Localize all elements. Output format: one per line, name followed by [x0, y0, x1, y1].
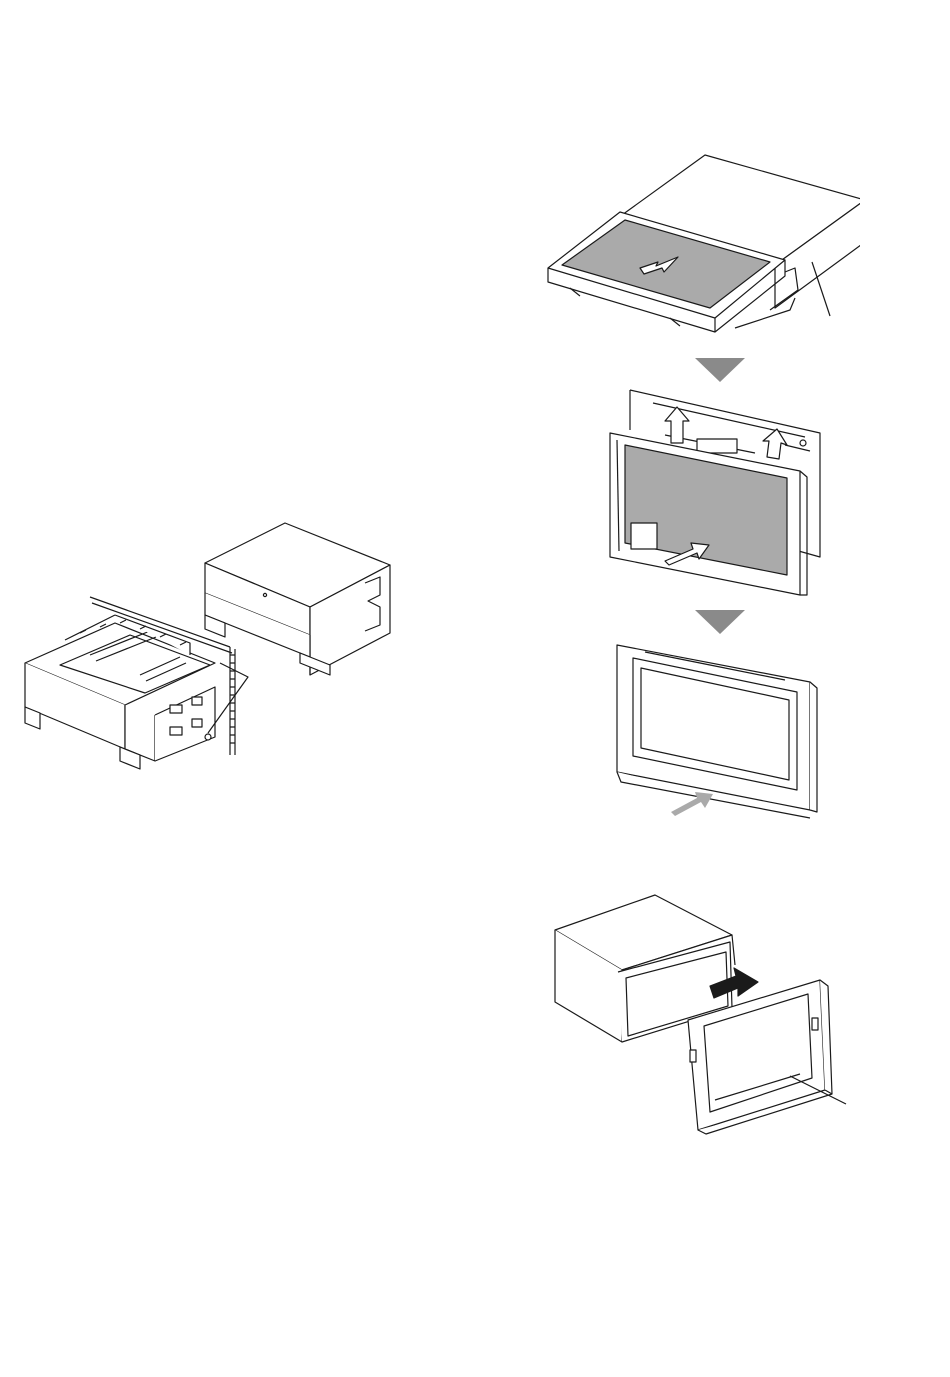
- head-unit-body: [205, 523, 390, 675]
- down-triangle-icon: [695, 610, 745, 636]
- mounting-sleeve: [25, 615, 215, 769]
- mounting-sleeve-figure: [20, 515, 440, 785]
- faceplate-step-3-figure: [605, 640, 830, 825]
- release-tab: [631, 523, 657, 549]
- down-triangle-icon: [695, 358, 745, 384]
- faceplate: [617, 645, 817, 818]
- trim-plate-figure: [550, 890, 860, 1140]
- faceplate-step-2-figure: [605, 385, 830, 605]
- faceplate-step-1-figure: [540, 150, 860, 345]
